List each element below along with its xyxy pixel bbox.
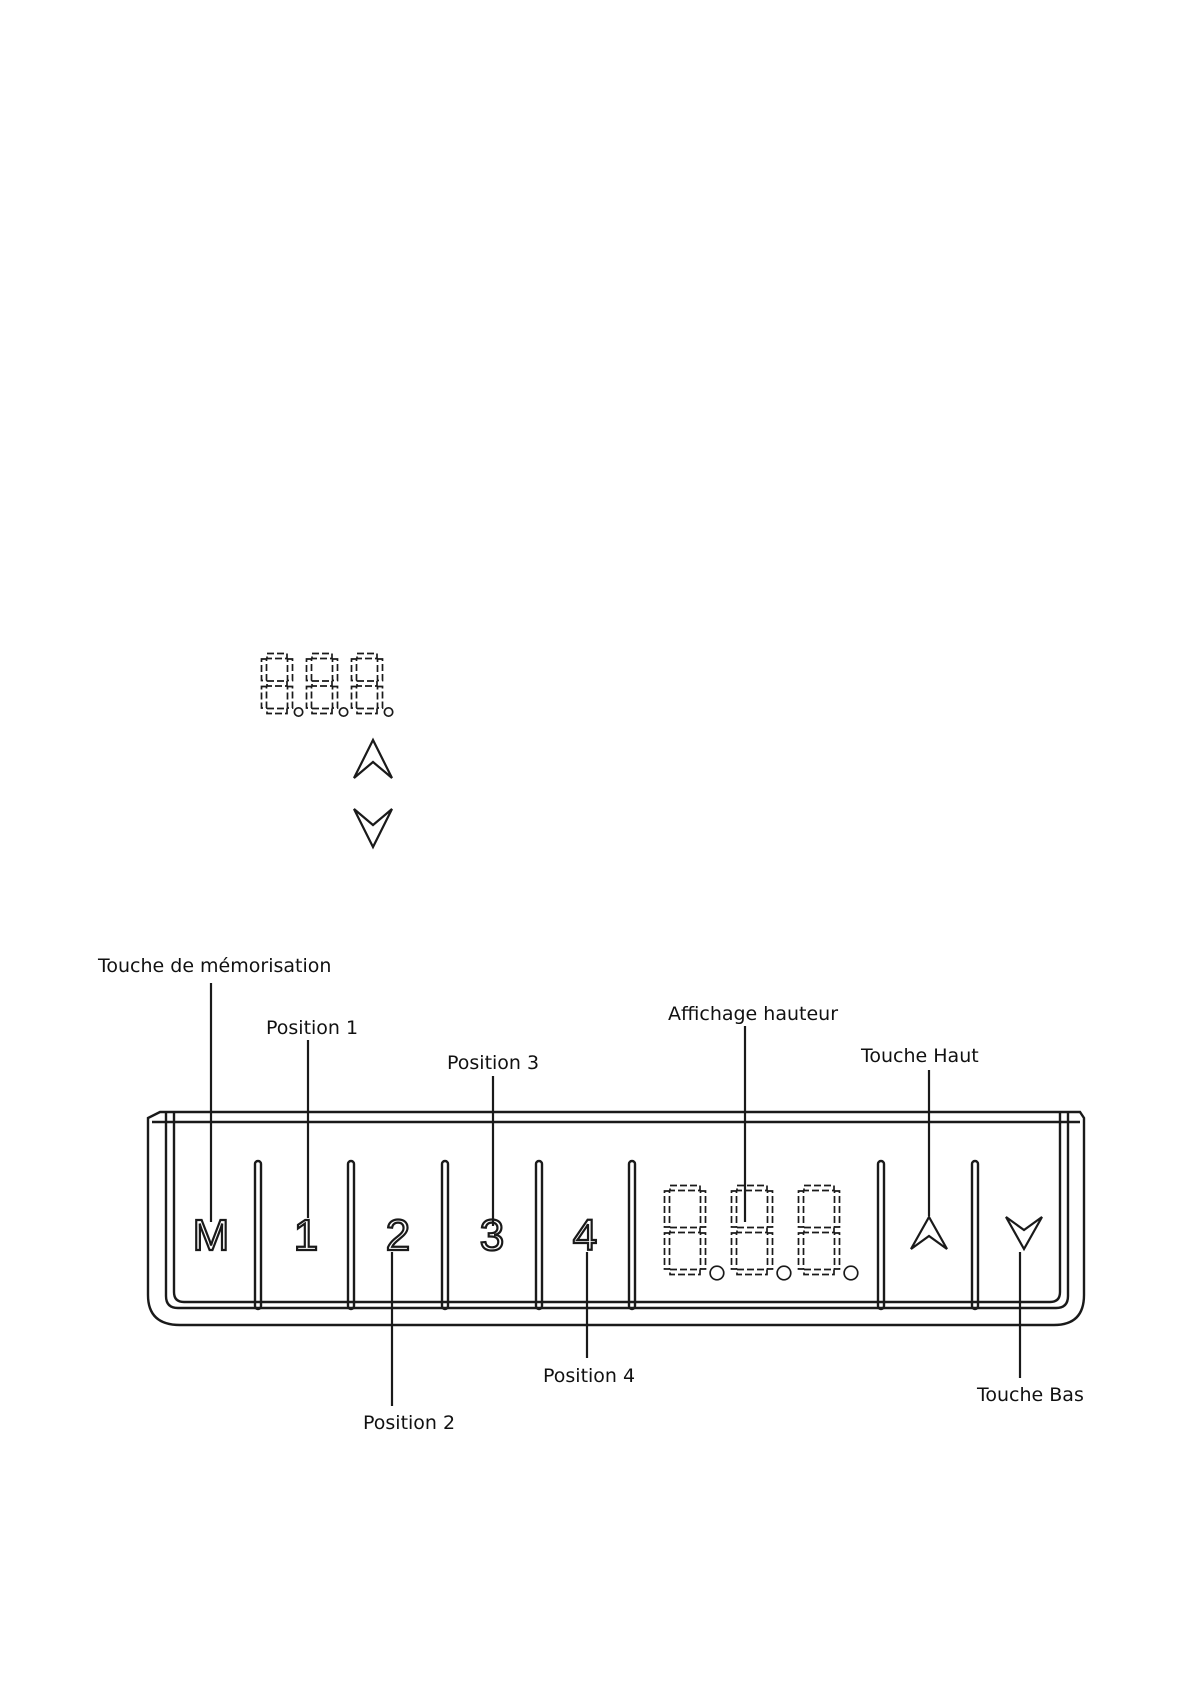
display-segment <box>333 659 338 681</box>
display-segment <box>312 681 332 686</box>
display-digit <box>307 654 348 717</box>
display-digit <box>799 1186 858 1280</box>
display-decimal-point <box>294 708 302 716</box>
display-segment <box>670 1186 700 1191</box>
separator <box>536 1161 542 1309</box>
separator <box>629 1161 635 1309</box>
label-position-1: Position 1 <box>266 1017 358 1039</box>
label-up-key: Touche Haut <box>860 1045 979 1067</box>
display-segment <box>262 687 267 709</box>
up-key[interactable] <box>911 1217 947 1249</box>
display-segment <box>357 681 377 686</box>
display-decimal-point <box>384 708 392 716</box>
display-decimal-point <box>777 1266 791 1280</box>
display-segment <box>352 687 357 709</box>
display-segment <box>701 1191 706 1227</box>
display-segment <box>267 709 287 714</box>
down-arrow-icon <box>1006 1217 1042 1249</box>
display-segment <box>378 659 383 681</box>
label-height-display: Affichage hauteur <box>668 1003 838 1025</box>
display-segment <box>804 1270 834 1275</box>
display-segment <box>768 1233 773 1269</box>
label-memory-key: Touche de mémorisation <box>97 955 331 977</box>
display-segment <box>307 659 312 681</box>
display-decimal-point <box>339 708 347 716</box>
separator <box>972 1161 978 1309</box>
up-arrow-icon <box>911 1217 947 1249</box>
separator <box>442 1161 448 1309</box>
display-segment <box>732 1191 737 1227</box>
display-segment <box>312 654 332 659</box>
display-segment <box>262 659 267 681</box>
display-segment <box>267 654 287 659</box>
display-segment <box>378 687 383 709</box>
label-position-4: Position 4 <box>543 1365 635 1387</box>
label-down-key: Touche Bas <box>976 1384 1084 1406</box>
legend-display-icon <box>262 654 393 717</box>
display-segment <box>737 1228 767 1233</box>
display-segment <box>737 1270 767 1275</box>
display-segment <box>307 687 312 709</box>
display-segment <box>670 1270 700 1275</box>
legend-up-arrow-icon <box>354 740 392 778</box>
display-segment <box>357 654 377 659</box>
display-segment <box>665 1233 670 1269</box>
display-segment <box>701 1233 706 1269</box>
display-segment <box>670 1228 700 1233</box>
separator <box>255 1161 261 1309</box>
display-segment <box>804 1228 834 1233</box>
display-segment <box>357 709 377 714</box>
display-digit <box>352 654 393 717</box>
label-position-3: Position 3 <box>447 1052 539 1074</box>
display-segment <box>267 681 287 686</box>
display-segment <box>799 1233 804 1269</box>
display-segment <box>312 709 332 714</box>
legend-down-arrow-icon <box>354 809 392 847</box>
display-segment <box>835 1191 840 1227</box>
display-segment <box>799 1191 804 1227</box>
display-digit <box>262 654 303 717</box>
display-decimal-point <box>710 1266 724 1280</box>
display-segment <box>732 1233 737 1269</box>
preset-1-key[interactable]: 1 <box>294 1211 318 1260</box>
separator <box>348 1161 354 1309</box>
display-segment <box>288 659 293 681</box>
display-digit <box>665 1186 724 1280</box>
down-key[interactable] <box>1006 1217 1042 1249</box>
preset-2-key[interactable]: 2 <box>386 1211 410 1260</box>
display-digit <box>732 1186 791 1280</box>
control-panel-frame <box>148 1112 1084 1325</box>
display-segment <box>352 659 357 681</box>
panel-display <box>665 1186 858 1280</box>
panel-separators <box>255 1161 978 1309</box>
display-segment <box>333 687 338 709</box>
display-segment <box>288 687 293 709</box>
label-position-2: Position 2 <box>363 1412 455 1434</box>
display-segment <box>665 1191 670 1227</box>
display-segment <box>804 1186 834 1191</box>
display-segment <box>737 1186 767 1191</box>
preset-4-key[interactable]: 4 <box>573 1211 597 1260</box>
display-segment <box>835 1233 840 1269</box>
display-decimal-point <box>844 1266 858 1280</box>
separator <box>878 1161 884 1309</box>
display-segment <box>768 1191 773 1227</box>
